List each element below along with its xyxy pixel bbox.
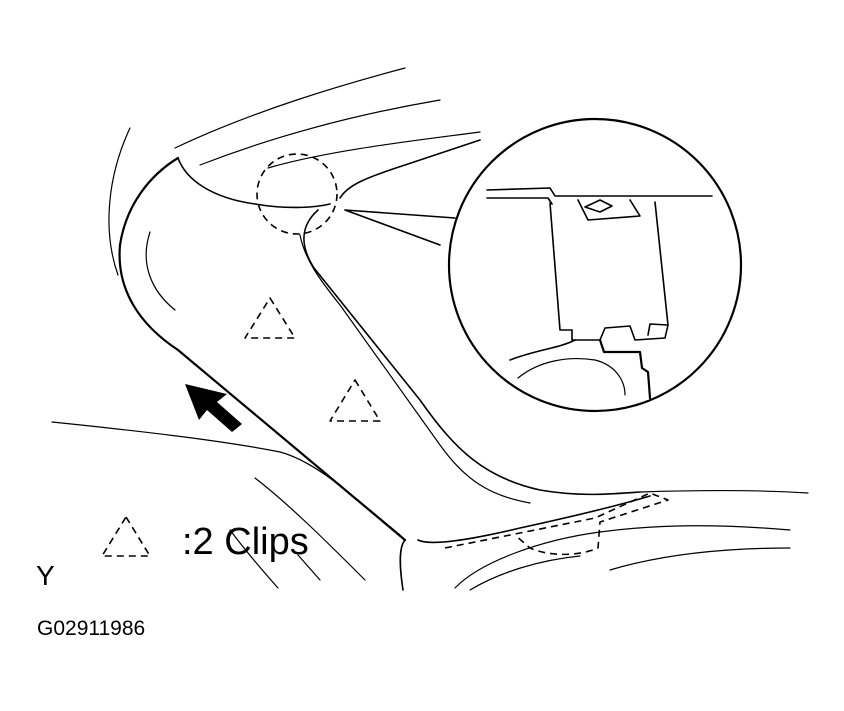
legend-clip-symbol xyxy=(101,516,151,557)
figure-code: G02911986 xyxy=(37,617,146,640)
clip-marker-2 xyxy=(329,379,381,422)
detail-circle xyxy=(256,153,338,235)
clip-detail-magnified xyxy=(447,117,743,413)
pull-direction-arrow xyxy=(185,384,242,432)
detail-leader xyxy=(344,209,456,246)
dashboard-lines xyxy=(51,421,401,589)
legend-text: :2 Clips xyxy=(182,521,309,563)
pillar-garnish xyxy=(118,139,809,591)
view-label: Y xyxy=(36,560,55,591)
lower-clip-outline xyxy=(444,492,669,556)
clip-marker-1 xyxy=(244,297,296,339)
magnifier-circle xyxy=(447,117,743,413)
roof-contour-lines xyxy=(108,67,481,276)
